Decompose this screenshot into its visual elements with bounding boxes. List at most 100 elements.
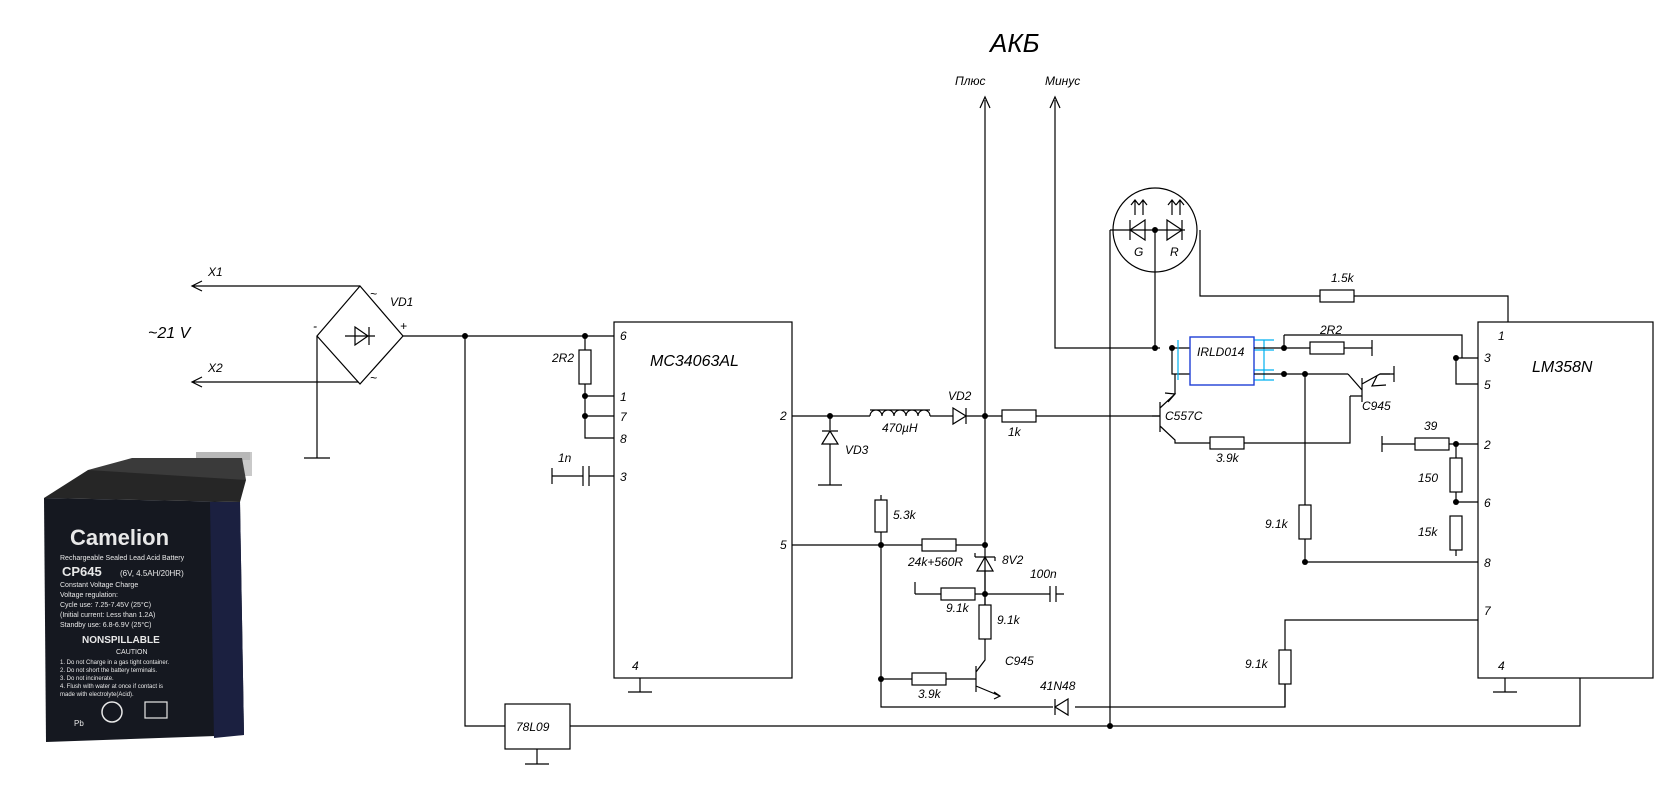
battery-pb: Pb [74,719,84,728]
mosfet-irld014 [1189,336,1255,386]
r-1-5k-label: 1.5k [1331,271,1355,285]
ic-lm358n [1477,321,1654,679]
r-3-9k-low [911,672,947,686]
mc-pin-7: 7 [620,410,628,424]
r-2r2-right [1309,341,1345,355]
plus-terminal-label: Плюс [955,74,986,88]
mc-pin-1: 1 [620,390,627,404]
r-5-3k [874,499,888,533]
lm-pin-6: 6 [1484,496,1491,510]
ic-mc34063al-label: MC34063AL [650,353,739,370]
minus-terminal-label: Минус [1045,74,1080,88]
battery-caution-2: 2. Do not short the battery terminals. [60,668,157,674]
pin-6-link [584,336,614,439]
battery-caution-4: 4. Flush with water at once if contact i… [60,684,163,690]
fb-wire [792,495,922,680]
zener-node [914,571,1064,605]
title: АКБ [988,28,1040,58]
battery-standby: Standby use: 6.8-6.9V (25°C) [60,621,152,629]
bridge-diode-symbol [345,325,375,347]
mosfet-right-wires [1254,334,1463,375]
c-100n-label: 100n [1030,567,1057,581]
inductor-label: 470µH [882,421,918,435]
vd2-label: VD2 [948,389,972,403]
zener-label: 8V2 [1002,553,1024,567]
bridge-plus: + [400,319,407,333]
mosfet-label: IRLD014 [1197,345,1245,359]
led-arrows [1130,199,1185,215]
diode-41n48-label: 41N48 [1040,679,1076,693]
x2-label: X2 [207,361,223,375]
battery-reg: Voltage regulation: [60,592,118,599]
battery-brand: Camelion [70,525,169,550]
battery-caution-5: made with electrolyte(Acid). [60,692,134,698]
led-wires [1109,230,1509,726]
led-green-diode [1110,218,1185,242]
battery-type: Rechargeable Sealed Lead Acid Battery [60,555,185,562]
r-150 [1449,457,1463,493]
lm-pin-8: 8 [1484,556,1491,570]
main-rail [403,335,1581,727]
right-divider-wires [1284,374,1478,650]
led-g-label: G [1134,245,1143,259]
plus-terminal-wire [979,95,991,640]
bridge-minus: - [313,319,317,333]
r-5-3k-label: 5.3k [893,508,917,522]
mc-pin-2: 2 [779,409,787,423]
lm-pin-3-5 [1455,357,1478,385]
lm-pin-2 [1381,436,1478,556]
r-3-9k-mid-label: 3.9k [1216,451,1240,465]
x2-wire [190,376,360,388]
x1-wire [190,280,360,292]
battery-charge-title: Constant Voltage Charge [60,582,138,589]
q-c945-low [946,639,1002,700]
r-39-label: 39 [1424,419,1438,433]
vd2-diode [952,406,1002,426]
c-1n [551,466,614,486]
battery-nonspill: NONSPILLABLE [82,635,160,646]
battery-caution: CAUTION [116,649,148,656]
lm-pin-7: 7 [1484,604,1492,618]
r-1k [1001,409,1037,423]
r-1-5k [1319,289,1355,303]
q-c557c-label: C557C [1165,409,1203,423]
ul-icon [144,701,168,719]
vd3-diode [820,429,840,458]
input-voltage-label: ~21 V [148,325,192,342]
diode-41n48 [1053,697,1069,717]
r-24k-560r [921,538,957,552]
r-9-1k-c-label: 9.1k [1265,517,1289,531]
r-9-1k-c [1298,504,1312,540]
r-39 [1414,437,1450,451]
mc-ground [628,678,652,693]
battery-cycle: Cycle use: 7.25-7.45V (25°C) [60,601,151,609]
r-24k-label: 24k+560R [907,555,963,569]
regulator-78l09 [504,703,571,750]
mosfet-left-pins [1171,347,1190,375]
r-150-label: 150 [1418,471,1438,485]
ic-lm358n-label: LM358N [1532,359,1593,376]
vd3-label: VD3 [845,443,869,457]
lm-pin-4: 4 [1498,659,1505,673]
bridge-ground [304,336,330,459]
r-9-1k-a-label: 9.1k [946,601,970,615]
recycle-icon [101,701,123,723]
lm-ground [1493,678,1517,693]
mosfet-cyan [1177,339,1274,381]
r-9-1k-a [940,587,976,601]
minus-terminal-wire [1049,95,1160,349]
mc-pin-4: 4 [632,659,639,673]
mc-pin-3: 3 [620,470,627,484]
led-r-label: R [1170,245,1179,259]
r-9-1k-d [1278,649,1292,685]
battery-rating: (6V, 4.5AH/20HR) [120,569,184,578]
q-c945-high-collector [1380,366,1395,382]
r-2r2-left-label: 2R2 [551,351,574,365]
q-c557c [1159,374,1351,444]
r-9-1k-d-label: 9.1k [1245,657,1269,671]
ic-mc34063al [613,321,793,679]
regulator-ground [525,749,549,765]
inductor-470uh [869,409,953,417]
lm-pin-5: 5 [1484,378,1491,392]
r-9-1k-b-label: 9.1k [997,613,1021,627]
